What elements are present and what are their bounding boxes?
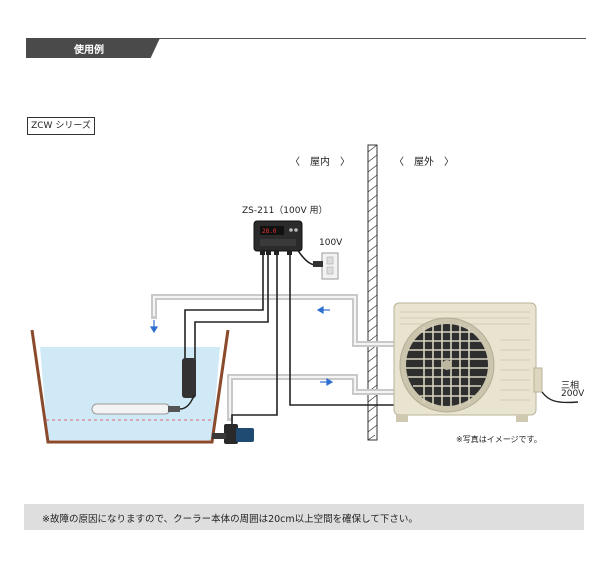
power-voltage-label: 200V: [561, 389, 585, 399]
section-title: 使用例: [74, 45, 104, 56]
controller-model-label: ZS-211（100V 用）: [242, 206, 328, 216]
wall: [367, 144, 378, 441]
temperature-controller: 28.0: [253, 220, 303, 255]
outdoor-cooling-unit: [393, 302, 579, 422]
footer-note: ※故障の原因になりますので、クーラー本体の周囲は20cm以上空間を確保して下さい…: [42, 514, 418, 525]
heater-rod: [91, 394, 195, 415]
power-phase-label: 三相: [561, 381, 580, 391]
temperature-sensor: [182, 358, 196, 398]
section-header: 使用例: [26, 38, 160, 58]
footer-note-bar: ※故障の原因になりますので、クーラー本体の周囲は20cm以上空間を確保して下さい…: [24, 504, 584, 530]
outlet-voltage-label: 100V: [319, 238, 343, 248]
water-tank: [30, 329, 230, 444]
wall-outlet: [313, 252, 339, 280]
svg-text:28.0: 28.0: [262, 228, 277, 235]
photo-disclaimer: ※写真はイメージです。: [456, 435, 542, 444]
flow-arrows: [149, 305, 334, 387]
header-divider: [26, 38, 586, 39]
circulation-pump: [212, 424, 254, 444]
series-label: ZCW シリーズ: [27, 117, 95, 135]
controller-cables: [184, 245, 400, 428]
indoor-zone-label: 〈 屋内 〉: [290, 157, 350, 168]
outdoor-zone-label: 〈 屋外 〉: [394, 157, 454, 168]
power-cable: [541, 391, 579, 404]
